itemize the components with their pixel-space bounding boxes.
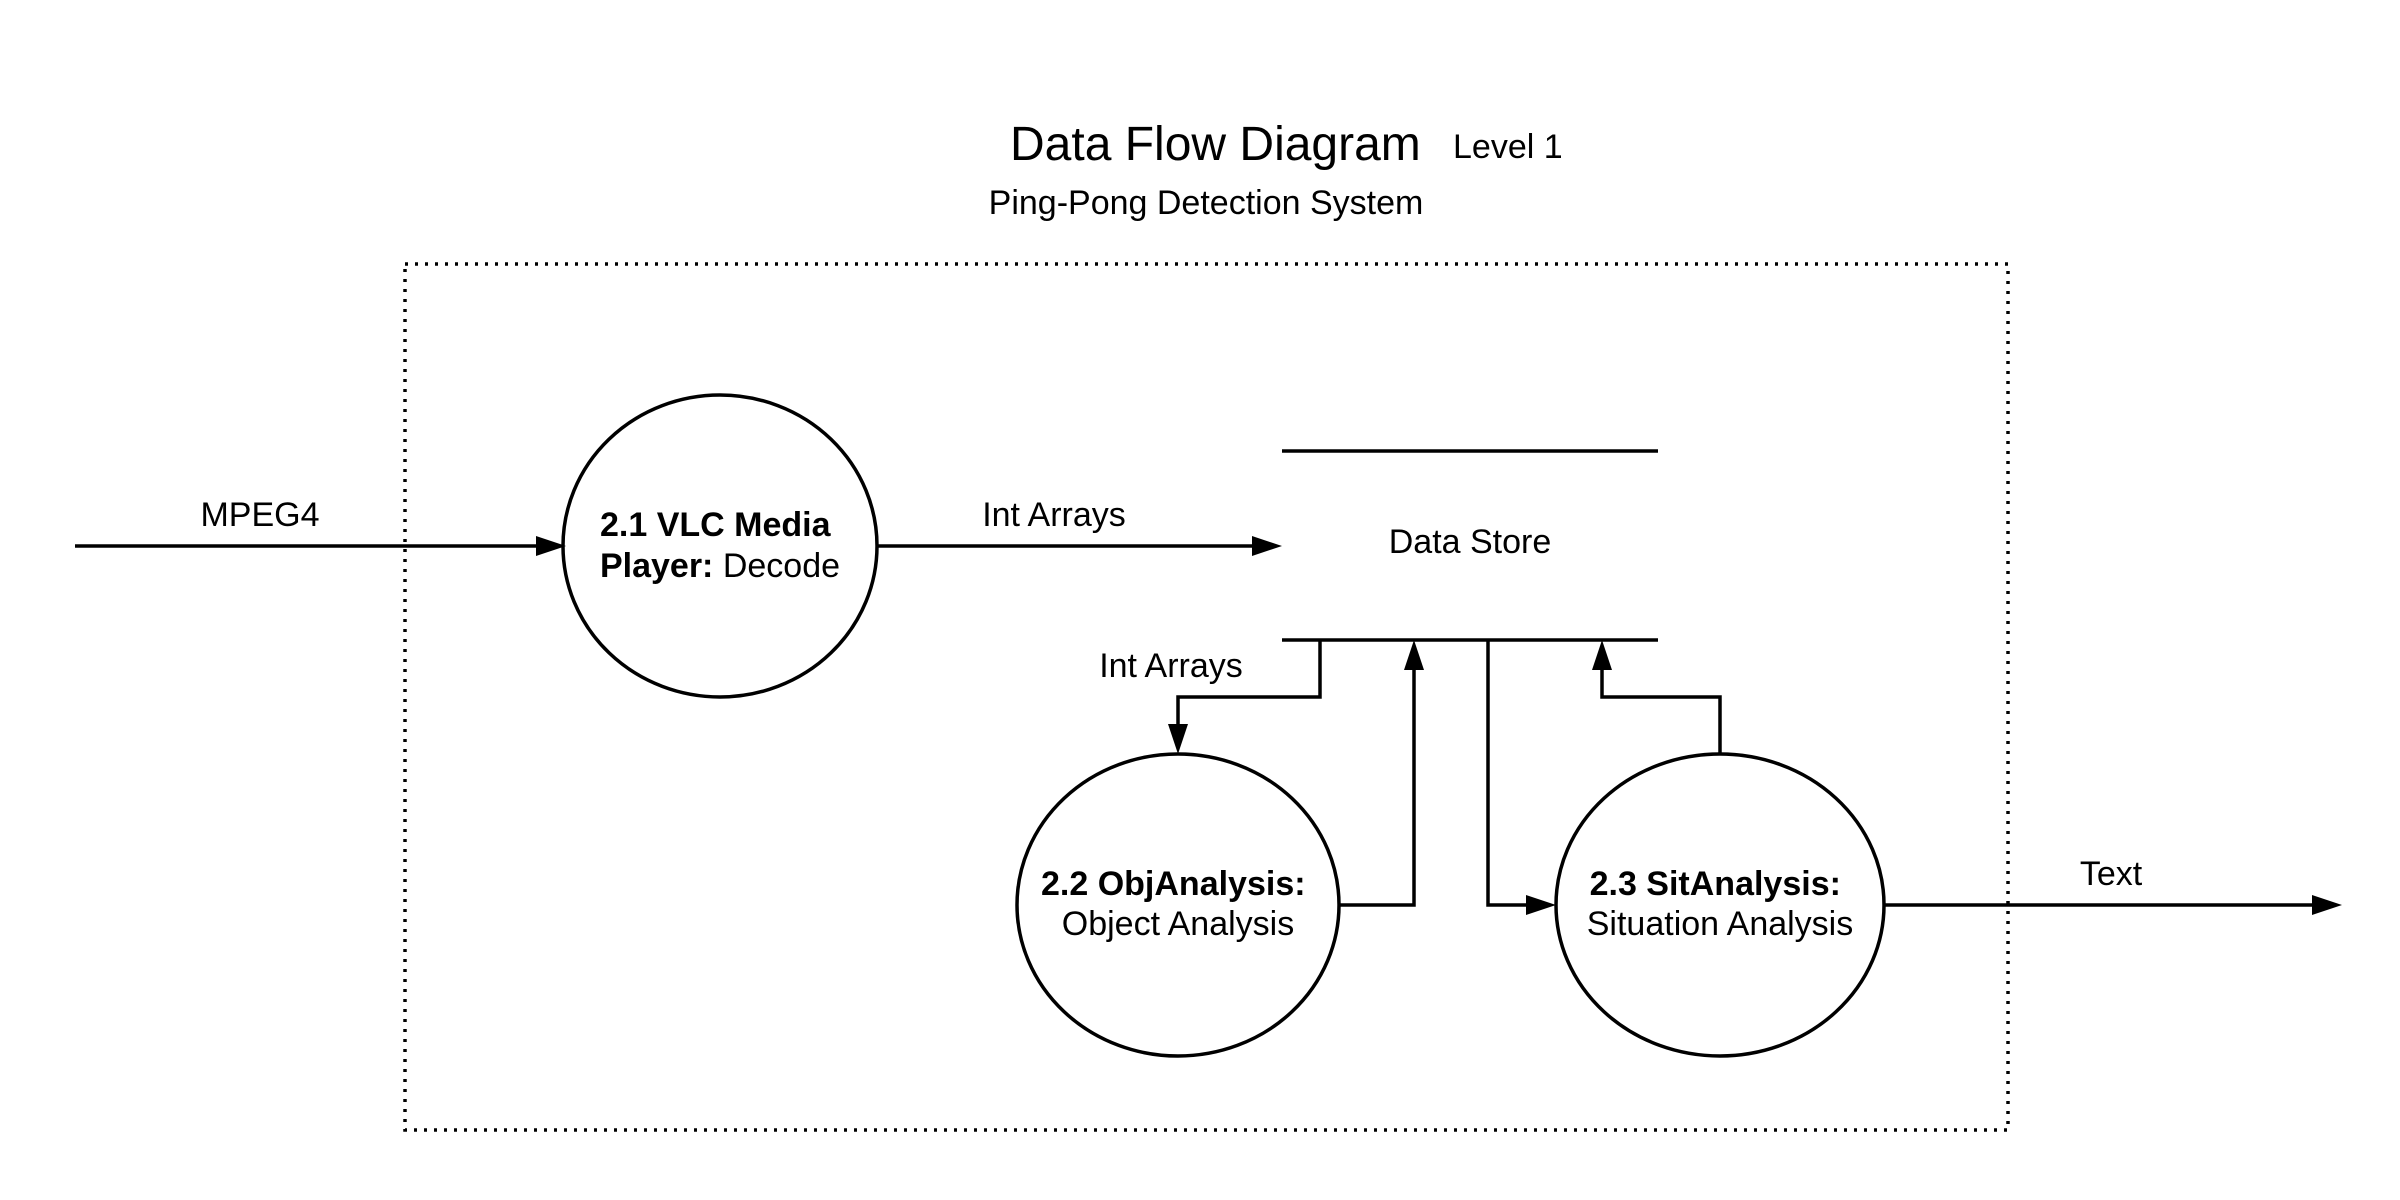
- process-2-3-desc: Situation Analysis: [1587, 905, 1854, 943]
- process-2-2[interactable]: 2.2 ObjAnalysis: Object Analysis: [1015, 752, 1341, 1058]
- flow-int-arrays-in-arrowhead: [1252, 536, 1282, 556]
- process-2-1-id: 2.1 VLC Media: [600, 506, 832, 544]
- flow-int-arrays-out-label: Int Arrays: [1099, 647, 1243, 685]
- flow-obj-to-store-arrowhead: [1404, 640, 1424, 670]
- flow-sit-to-store: [1592, 640, 1722, 754]
- flow-int-arrays-out-line: [1176, 640, 1322, 728]
- process-2-3-id: 2.3 SitAnalysis:: [1590, 865, 1841, 903]
- diagram-subtitle: Ping-Pong Detection System: [989, 184, 1424, 222]
- process-2-2-label: 2.2 ObjAnalysis: Object Analysis: [1041, 865, 1315, 943]
- flow-mpeg4-label: MPEG4: [200, 496, 319, 534]
- process-2-1-name: Player:: [600, 547, 713, 585]
- data-store-label: Data Store: [1389, 523, 1552, 561]
- process-2-1-line2: Player: Decode: [600, 547, 840, 585]
- flow-store-to-sit-line: [1486, 640, 1530, 907]
- flow-int-arrays-in: Int Arrays: [877, 496, 1282, 556]
- flow-mpeg4: MPEG4: [75, 496, 566, 556]
- flow-sit-to-store-arrowhead: [1592, 640, 1612, 670]
- process-2-1-circle: [561, 393, 879, 699]
- flow-store-to-sit: [1486, 640, 1556, 915]
- diagram-title: Data Flow Diagram: [1010, 118, 1421, 171]
- flow-sit-to-store-line: [1600, 668, 1722, 754]
- flow-obj-to-store-line: [1339, 668, 1416, 907]
- process-2-2-desc: Object Analysis: [1062, 905, 1294, 943]
- flow-text-arrowhead: [2312, 895, 2342, 915]
- flow-int-arrays-out: Int Arrays: [1099, 640, 1322, 754]
- flow-int-arrays-in-label: Int Arrays: [982, 496, 1126, 534]
- process-2-1[interactable]: 2.1 VLC Media Player: Decode: [561, 393, 879, 699]
- flow-obj-to-store: [1339, 640, 1424, 907]
- flow-text-label: Text: [2080, 855, 2143, 893]
- flow-int-arrays-out-arrowhead: [1168, 724, 1188, 754]
- system-boundary: [403, 262, 2010, 1132]
- process-2-3-label: 2.3 SitAnalysis: Situation Analysis: [1587, 865, 1854, 943]
- process-2-1-label: 2.1 VLC Media Player: Decode: [600, 506, 840, 585]
- diagram-level: Level 1: [1453, 128, 1563, 166]
- process-2-3[interactable]: 2.3 SitAnalysis: Situation Analysis: [1554, 752, 1886, 1058]
- flow-mpeg4-arrowhead: [536, 536, 566, 556]
- data-store[interactable]: Data Store: [1282, 449, 1658, 642]
- flow-text: Text: [1884, 855, 2342, 915]
- flow-store-to-sit-arrowhead: [1526, 895, 1556, 915]
- process-2-2-id: 2.2 ObjAnalysis:: [1041, 865, 1306, 903]
- process-2-1-desc: Decode: [723, 547, 840, 585]
